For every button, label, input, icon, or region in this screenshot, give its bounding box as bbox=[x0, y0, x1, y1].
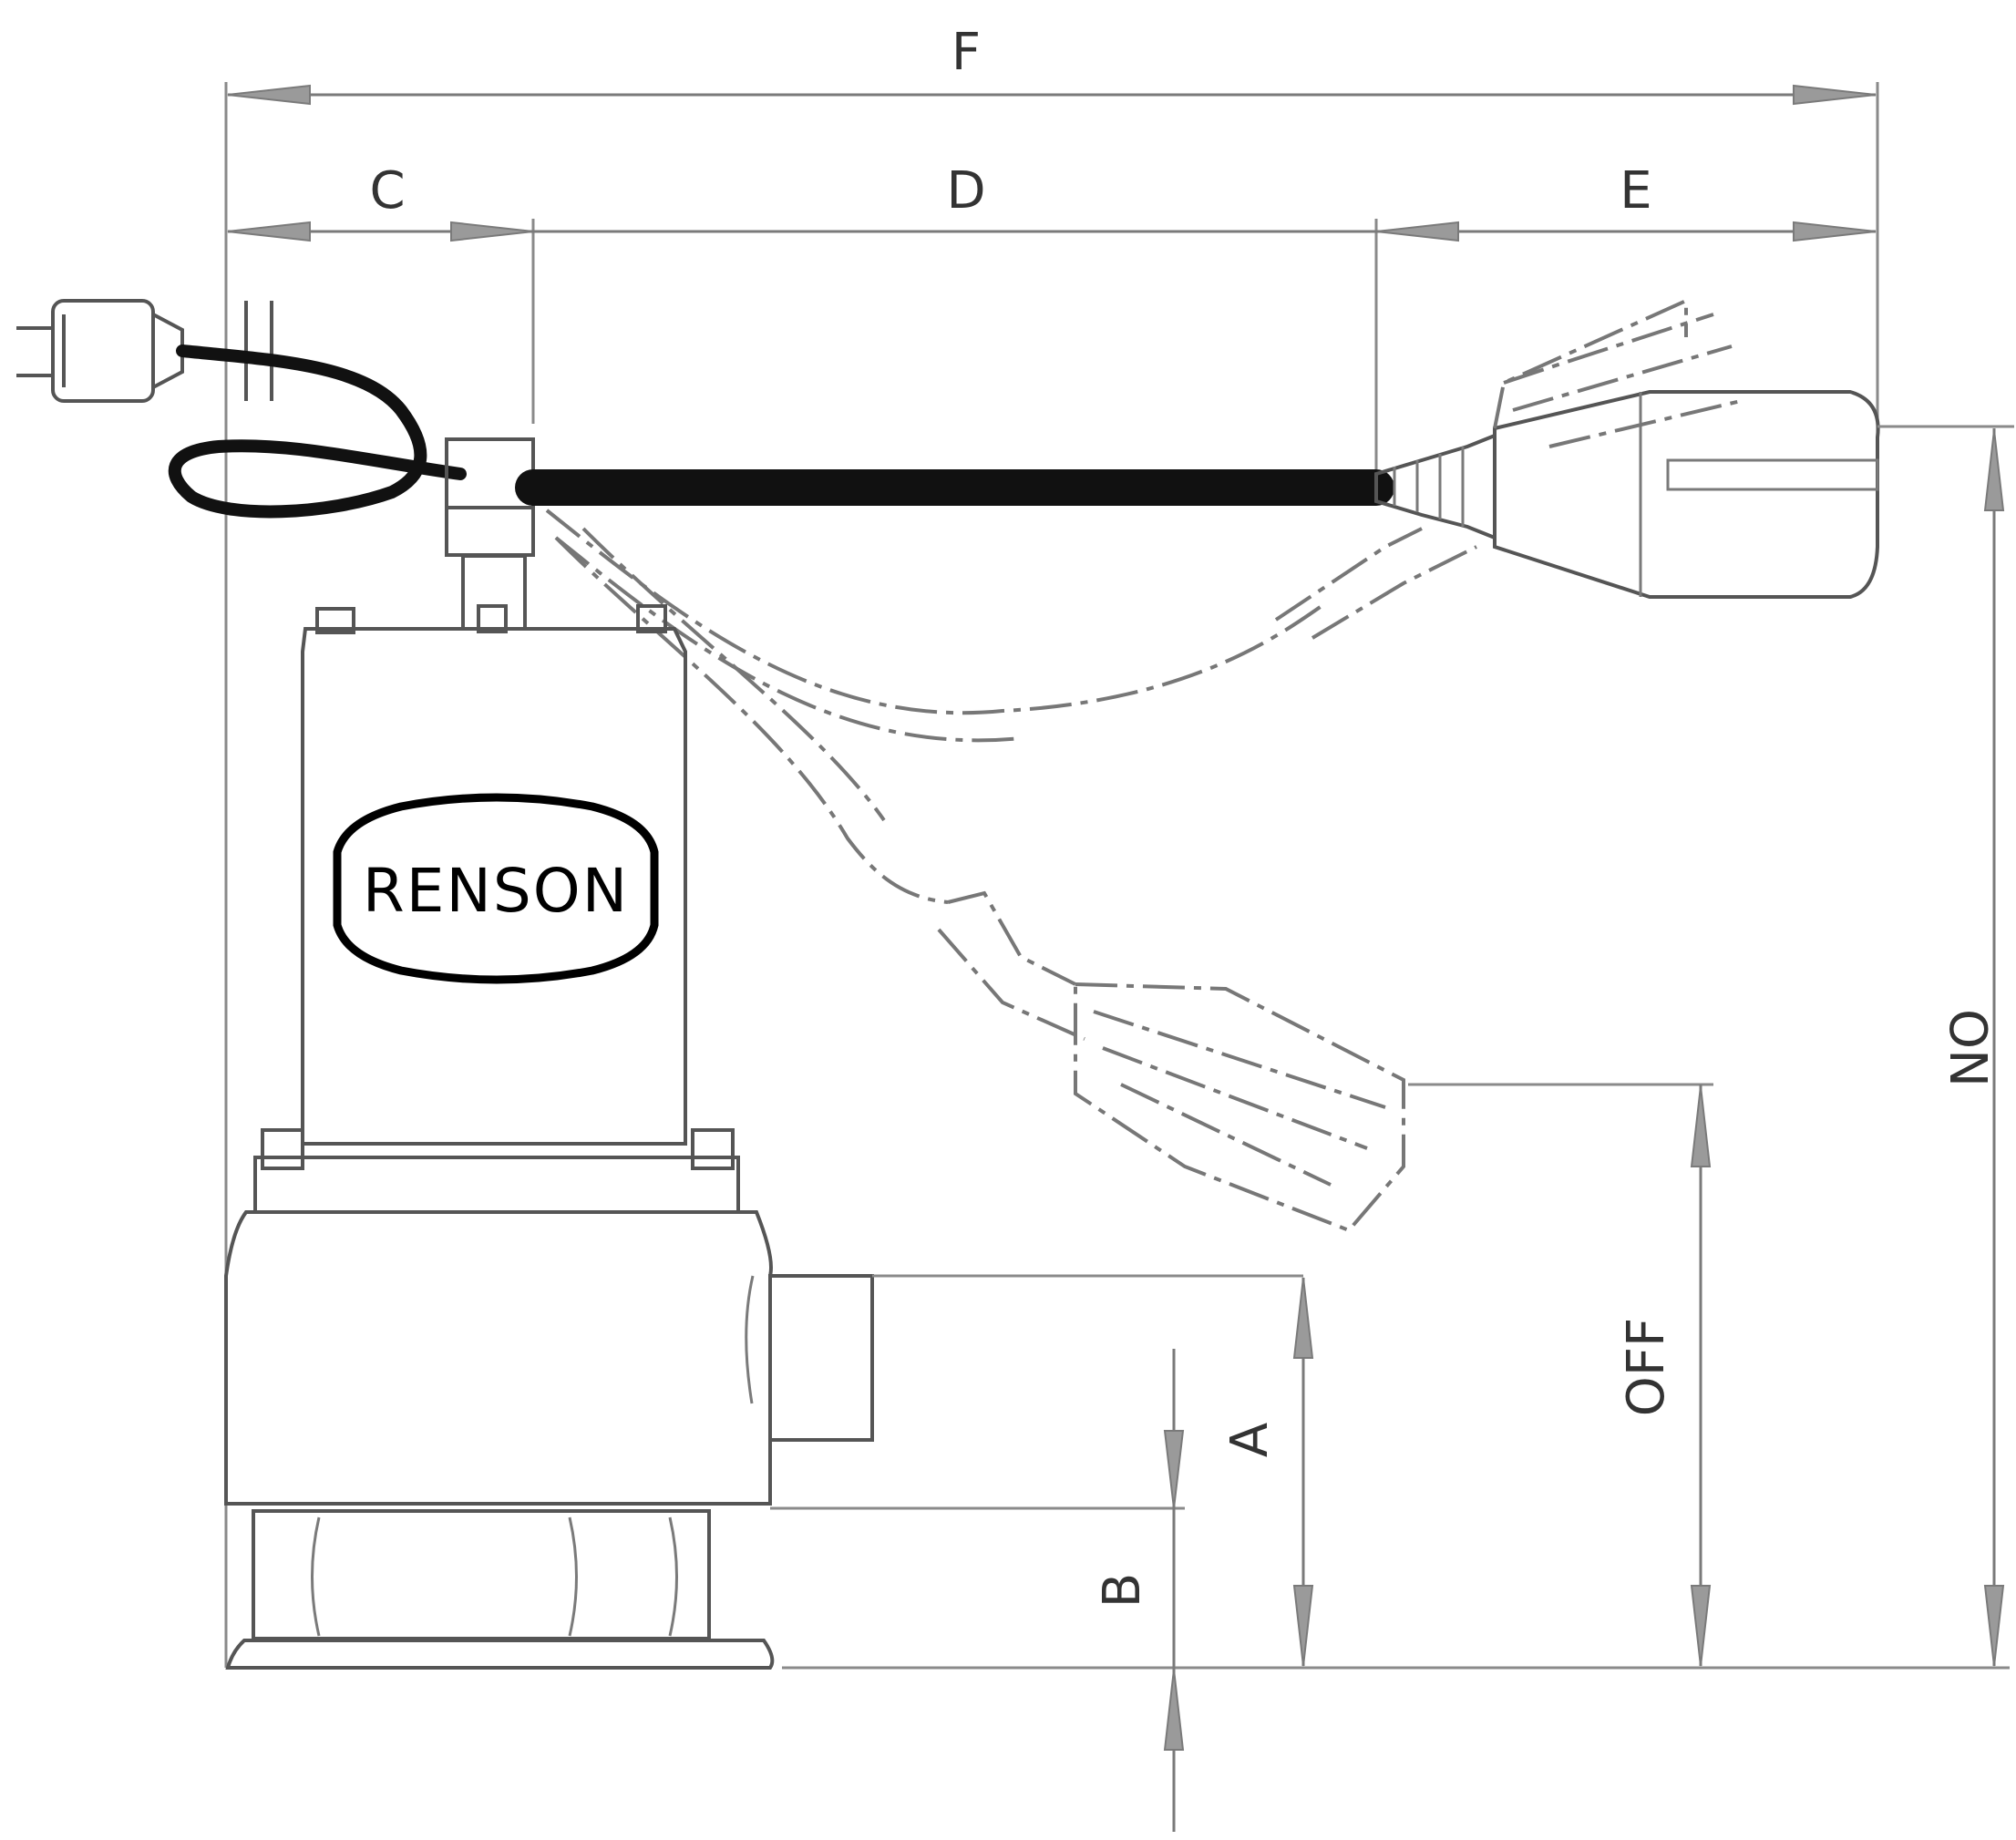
dimension-f: F bbox=[224, 23, 1879, 1668]
pump-base bbox=[225, 1509, 2010, 1670]
dimension-d: D bbox=[533, 161, 1378, 469]
float-cable-arc-upper bbox=[545, 509, 1477, 743]
dimension-label-off: OFF bbox=[1617, 1318, 1676, 1417]
pump-body bbox=[261, 554, 735, 1170]
dimension-label-a: A bbox=[1220, 1423, 1280, 1457]
float-switch-off bbox=[554, 527, 1405, 1233]
renson-logo: RENSON bbox=[333, 793, 659, 984]
power-cable bbox=[168, 344, 467, 519]
dimension-label-d: D bbox=[946, 161, 985, 221]
dimension-label-f: F bbox=[951, 23, 981, 82]
logo-text: RENSON bbox=[363, 856, 629, 926]
float-cable-horizontal bbox=[445, 437, 1394, 557]
dimension-e: E bbox=[1375, 161, 1877, 242]
dimension-b: B bbox=[1093, 1349, 1185, 1832]
dimension-label-e: E bbox=[1620, 161, 1651, 221]
dimension-on: ON bbox=[1877, 425, 2014, 1667]
dimension-label-b: B bbox=[1093, 1573, 1152, 1608]
float-switch-on bbox=[1374, 297, 1880, 599]
dimension-label-on: ON bbox=[1938, 1009, 1997, 1087]
dimension-off: OFF bbox=[1408, 1083, 1713, 1667]
pump-housing bbox=[224, 1156, 1303, 1510]
dimension-c: C bbox=[227, 161, 535, 424]
dimension-label-c: C bbox=[369, 161, 405, 221]
dimension-a: A bbox=[1220, 1277, 1314, 1667]
